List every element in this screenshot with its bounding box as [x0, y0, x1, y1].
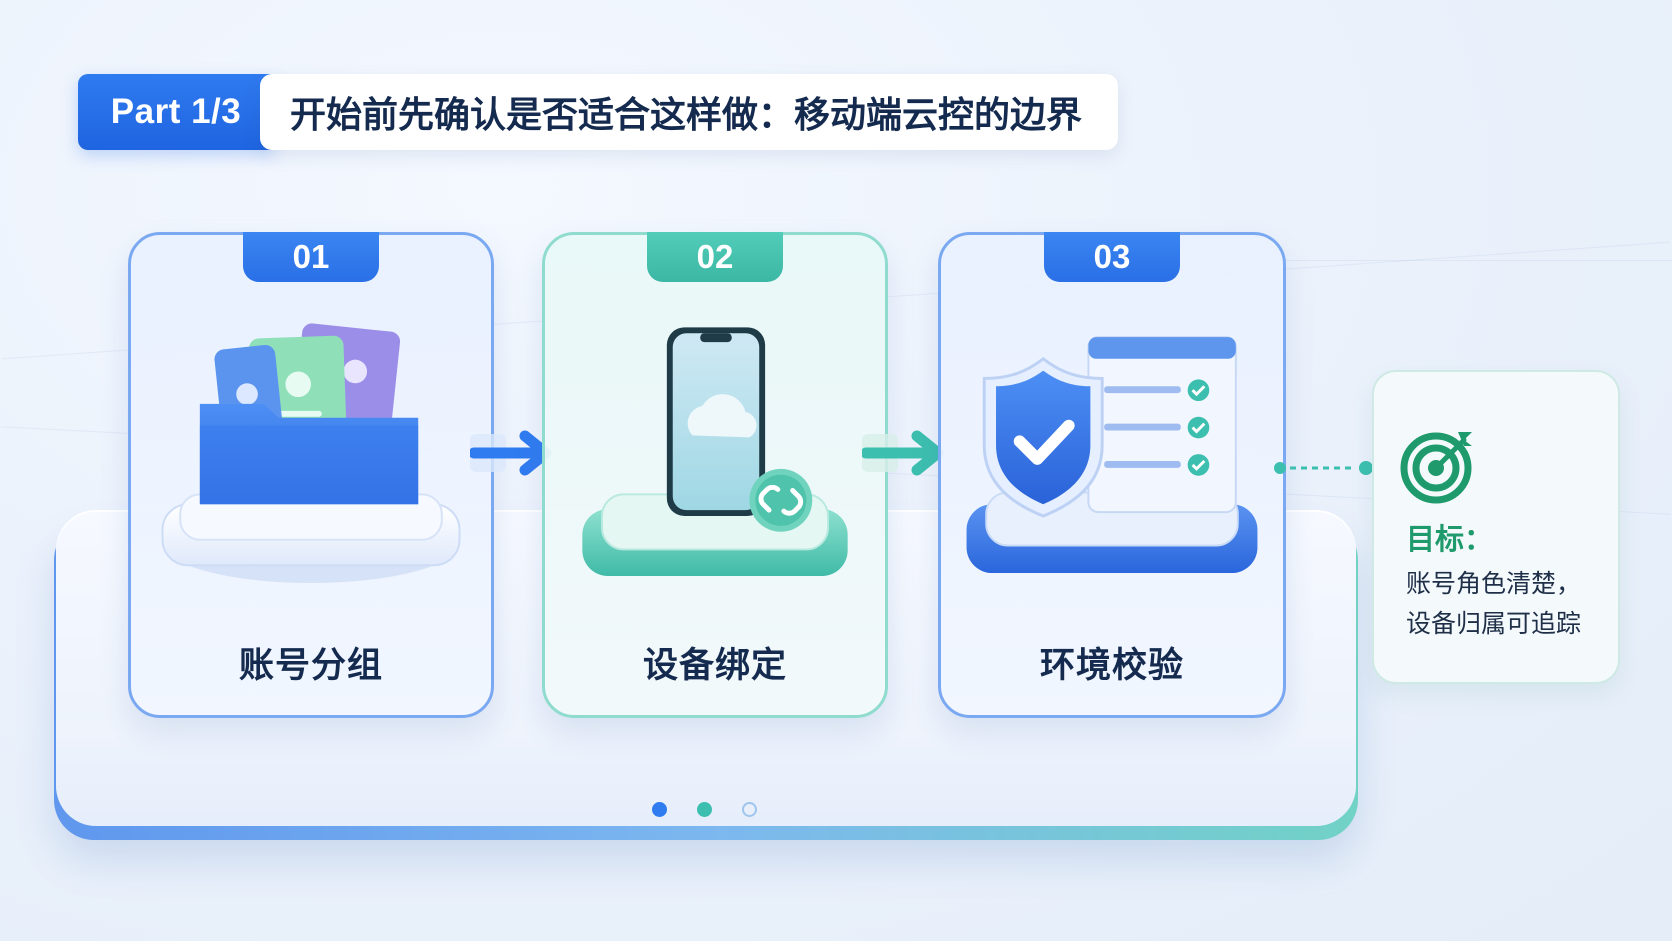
part-badge: Part 1/3 — [78, 74, 274, 150]
page-title: 开始前先确认是否适合这样做：移动端云控的边界 — [260, 74, 1118, 150]
pagination-dot-1[interactable] — [652, 802, 667, 817]
target-icon — [1400, 432, 1472, 504]
step-label-3: 环境校验 — [1039, 646, 1184, 685]
step-number-2: 02 — [647, 232, 783, 282]
step-number-1: 01 — [243, 232, 379, 282]
phone-cloud-link-icon — [582, 327, 848, 576]
goal-title: 目标： — [1406, 524, 1494, 556]
pagination-dot-3[interactable] — [742, 802, 757, 817]
step-label-1: 账号分组 — [238, 646, 383, 685]
goal-line-1: 账号角色清楚， — [1406, 570, 1582, 598]
step-card-1: 01 账号分组 — [128, 232, 494, 718]
step-label-2: 设备绑定 — [642, 646, 787, 685]
goal-line-2: 设备归属可追踪 — [1406, 610, 1582, 638]
goal-card: 目标： 账号角色清楚， 设备归属可追踪 — [1372, 370, 1620, 684]
account-folder-icon — [161, 323, 461, 583]
pagination-dots — [652, 802, 757, 817]
step-card-2: 02 设备绑定 — [542, 232, 888, 718]
goal-connector — [1274, 461, 1373, 475]
pagination-dot-2[interactable] — [697, 802, 712, 817]
step-number-3: 03 — [1044, 232, 1180, 282]
slide-header: Part 1/3 开始前先确认是否适合这样做：移动端云控的边界 — [78, 74, 1118, 150]
shield-checklist-icon — [966, 336, 1258, 574]
step-card-3: 03 环境校验 — [938, 232, 1286, 718]
